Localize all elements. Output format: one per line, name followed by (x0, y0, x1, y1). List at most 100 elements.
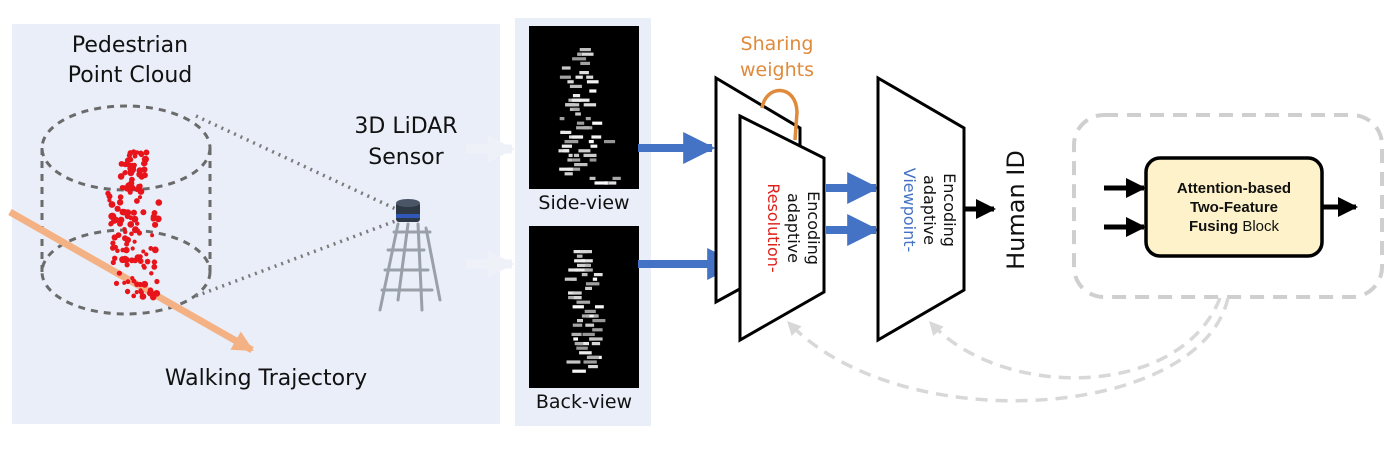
point (131, 293, 137, 299)
silhouette-bar (581, 259, 593, 263)
silhouette-bar (589, 337, 603, 341)
point (116, 199, 124, 206)
pedestrian-label-line1: Pedestrian (72, 33, 188, 58)
silhouette-bar (581, 314, 590, 318)
point (141, 263, 146, 269)
silhouette-bar (572, 158, 581, 162)
fusion-line3: Fusing Block (1189, 218, 1280, 235)
point (132, 257, 138, 264)
silhouette-bar (572, 57, 587, 61)
fusion-line2: Two-Feature (1190, 199, 1278, 216)
point (138, 173, 145, 180)
point (124, 209, 132, 216)
point (123, 255, 128, 260)
point (117, 216, 125, 224)
silhouette-bar (579, 351, 592, 355)
point (151, 246, 159, 254)
silhouette-bar (564, 140, 579, 144)
resolution-encoder-front (738, 113, 826, 343)
silhouette-bar (593, 314, 599, 318)
point (112, 255, 118, 261)
point (154, 278, 160, 285)
silhouette-bar (591, 342, 601, 346)
viewpoint-line3: Encoding (940, 173, 959, 247)
silhouette-bar (588, 140, 594, 144)
point (150, 233, 155, 238)
silhouette-bar (586, 314, 598, 318)
silhouette-bar (559, 167, 573, 171)
silhouette-bar (580, 61, 590, 65)
point (122, 170, 128, 176)
point (134, 186, 140, 192)
point (108, 212, 116, 220)
silhouette-bar (574, 259, 585, 263)
point (113, 244, 118, 250)
ladder-icon (378, 222, 442, 312)
silhouette-bar (568, 268, 578, 272)
silhouette-bar (576, 254, 583, 258)
silhouette-bar (581, 273, 588, 277)
point (113, 216, 119, 223)
pedestrian-label-line2: Point Cloud (68, 63, 192, 88)
silhouette-bar (584, 309, 596, 313)
silhouette-bar (604, 181, 617, 185)
silhouette-bar (576, 346, 588, 350)
silhouette-bar (563, 149, 569, 153)
silhouette-bar (564, 277, 577, 281)
silhouette-bar (575, 75, 583, 79)
silhouette-bar (572, 369, 586, 373)
point (105, 190, 111, 197)
silhouette-bar (560, 130, 572, 134)
silhouette-bar (578, 149, 591, 153)
point (141, 294, 147, 299)
silhouette-bar (572, 323, 583, 327)
silhouette-bar (576, 300, 591, 304)
lidar-sensor-icon (396, 199, 420, 222)
silhouette-bar (578, 98, 590, 102)
silhouette-bar (591, 135, 602, 139)
fusion-dashed-frame (1072, 113, 1384, 299)
silhouette-bar (592, 328, 603, 332)
silhouette-bar (585, 117, 591, 121)
point (124, 262, 130, 268)
point (147, 289, 154, 297)
point (131, 149, 137, 155)
silhouette-bar (589, 158, 597, 162)
back-view-silhouette (564, 250, 606, 373)
silhouette-bar (579, 71, 589, 75)
point (123, 246, 130, 254)
silhouette-bar (604, 140, 616, 144)
point (137, 183, 143, 189)
viewpoint-line2: adaptive (920, 175, 939, 245)
callout-arrow-to-resolution (786, 297, 1230, 403)
silhouette-bar (583, 153, 597, 157)
point (132, 239, 137, 244)
point (114, 205, 121, 212)
silhouette-bar (574, 342, 584, 346)
silhouette-bar (585, 323, 595, 327)
silhouette-bar (579, 48, 591, 52)
point (141, 280, 149, 288)
silhouette-bar (576, 126, 590, 130)
point (115, 232, 122, 239)
silhouette-bar (586, 355, 599, 359)
fusion-line3-bold: Fusing (1189, 218, 1238, 235)
silhouette-bar (568, 291, 575, 295)
point (134, 150, 140, 155)
silhouette-bar (576, 121, 585, 125)
point (115, 248, 120, 254)
silhouette-bar (577, 319, 583, 323)
point (116, 270, 122, 276)
sensor-label-line1: 3D LiDAR (354, 114, 457, 139)
point (129, 231, 134, 237)
point (155, 199, 163, 206)
point (108, 220, 114, 226)
viewpoint-highlight: Viewpoint- (900, 168, 919, 253)
point (122, 227, 127, 231)
silhouette-bar (612, 176, 621, 180)
point (131, 215, 139, 223)
silhouette-bar (573, 337, 578, 341)
fusion-line1: Attention-based (1177, 180, 1291, 197)
silhouette-bar (580, 250, 585, 254)
